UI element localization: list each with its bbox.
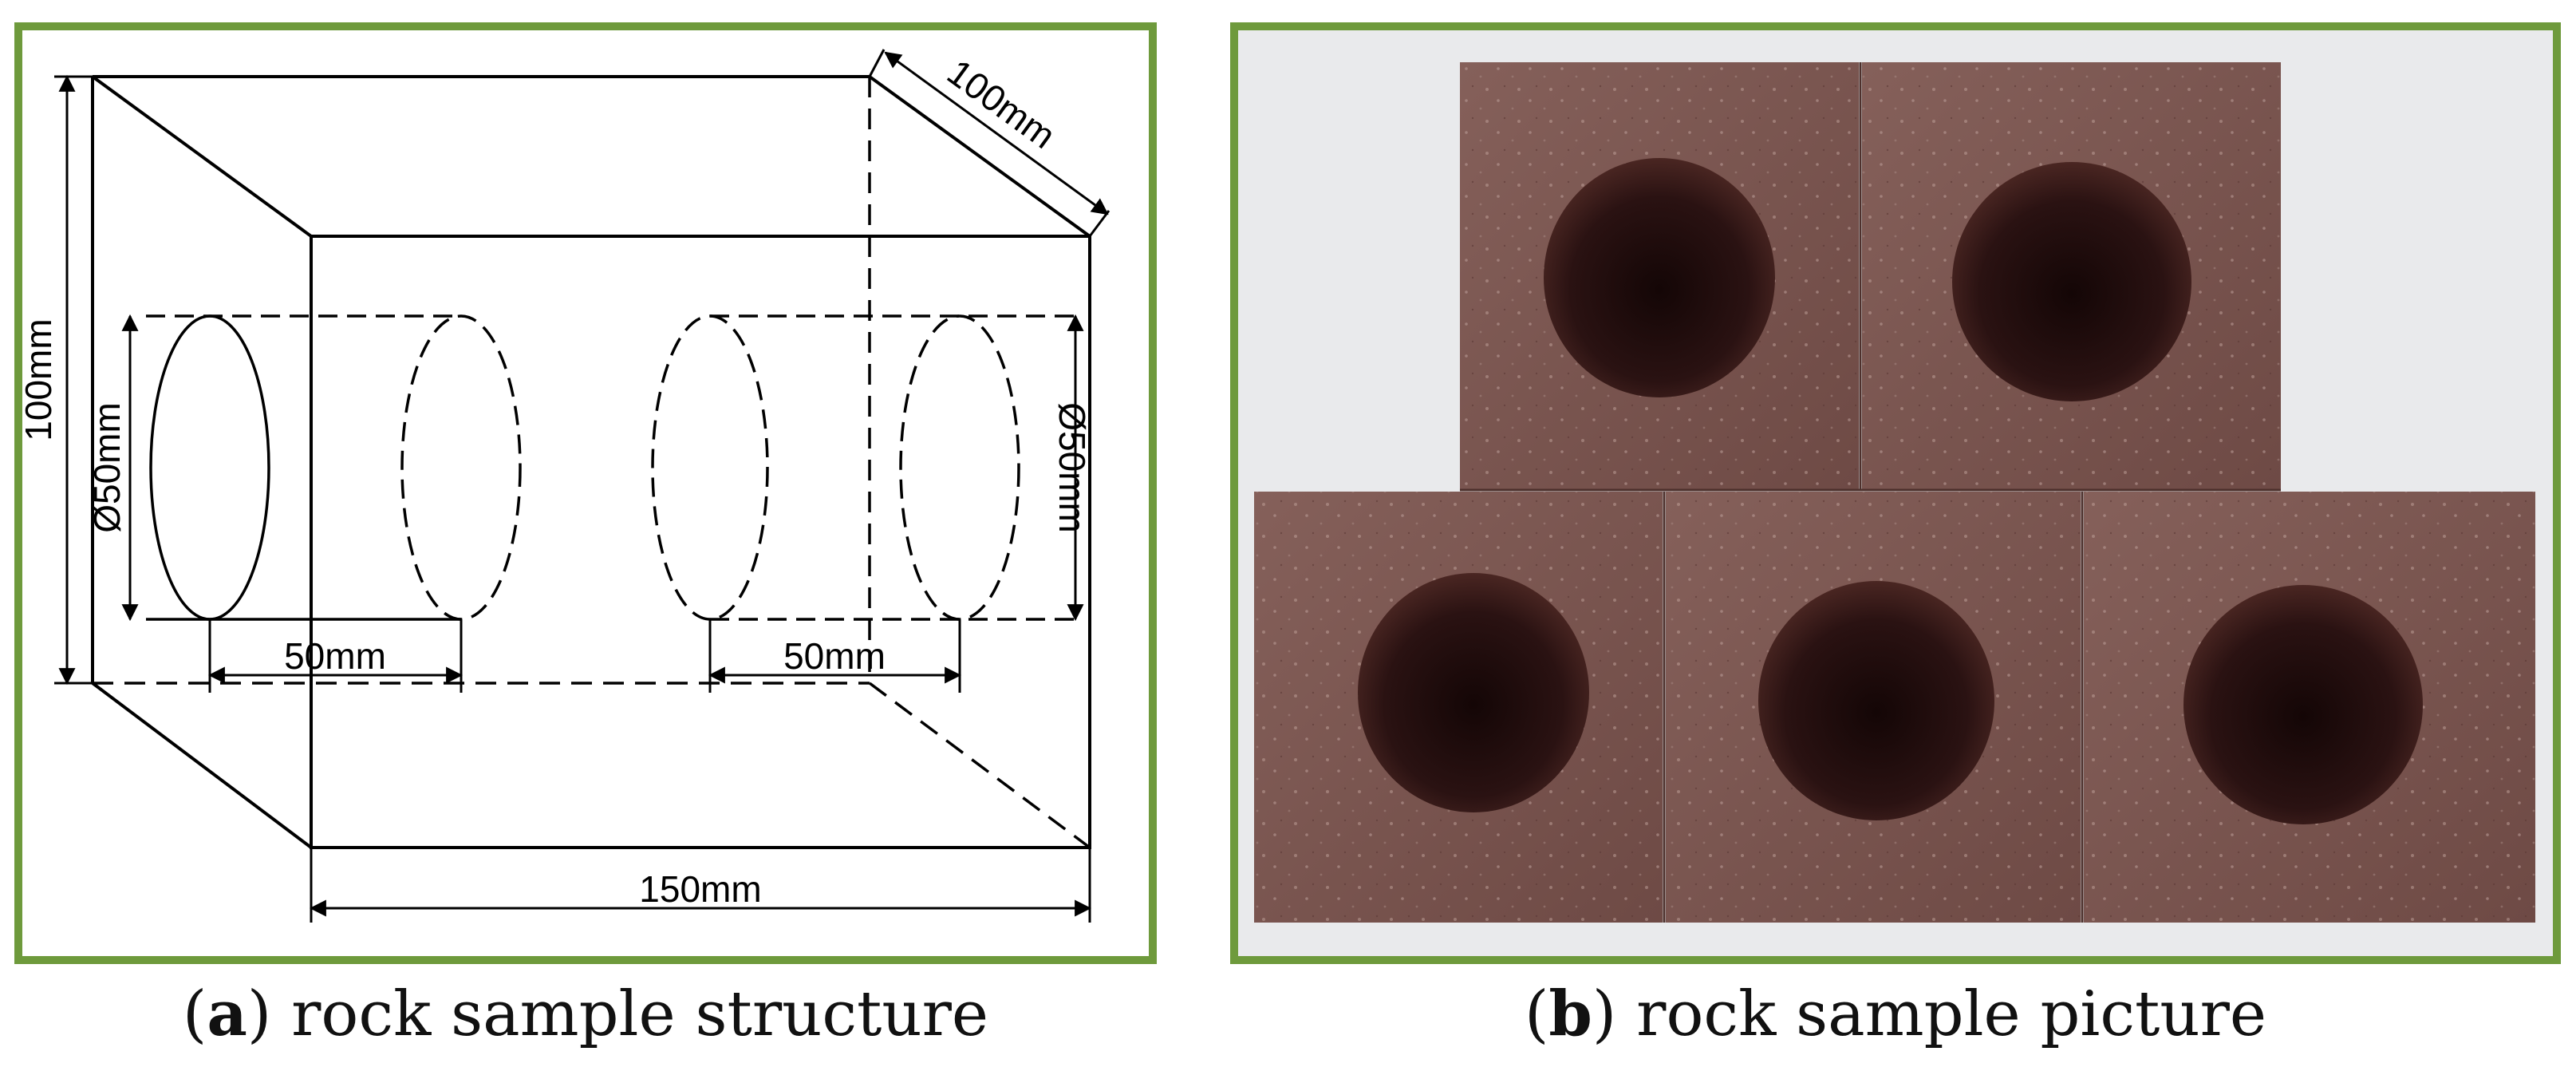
panel-a-frame: 100mm 100mm 150mm Ø50mm Ø50mm 50mm 50mm: [14, 22, 1157, 964]
rock-block: [1254, 492, 1663, 923]
height-label: 100mm: [22, 318, 59, 441]
right-length-label: 50mm: [783, 635, 886, 677]
left-length-label: 50mm: [284, 635, 386, 677]
width-label: 150mm: [639, 868, 761, 910]
left-hole: [146, 314, 522, 621]
box-hidden-edges: [93, 77, 1091, 849]
panel-b-frame: [1230, 22, 2561, 964]
caption-b: (b) rock sample picture: [1524, 978, 2267, 1050]
caption-a: (a) rock sample structure: [182, 978, 989, 1050]
left-diameter-label: Ø50mm: [86, 402, 128, 533]
right-hole: [651, 314, 1075, 621]
rock-block: [2084, 492, 2535, 923]
caption-a-text: rock sample structure: [291, 978, 989, 1050]
block-seams: [1460, 62, 2281, 923]
rock-block: [1862, 62, 2281, 489]
rock-sample-photo: [1238, 30, 2553, 956]
box-solid-edges: [91, 75, 1091, 849]
rock-block: [1666, 492, 2081, 923]
right-diameter-label: Ø50mm: [1051, 402, 1093, 533]
caption-a-letter: a: [207, 978, 247, 1050]
caption-b-letter: b: [1548, 978, 1592, 1050]
dimension-lines: [54, 49, 1110, 923]
caption-b-text: rock sample picture: [1636, 978, 2267, 1050]
rock-block: [1460, 62, 1859, 489]
structure-diagram: 100mm 100mm 150mm Ø50mm Ø50mm 50mm 50mm: [22, 49, 1110, 923]
